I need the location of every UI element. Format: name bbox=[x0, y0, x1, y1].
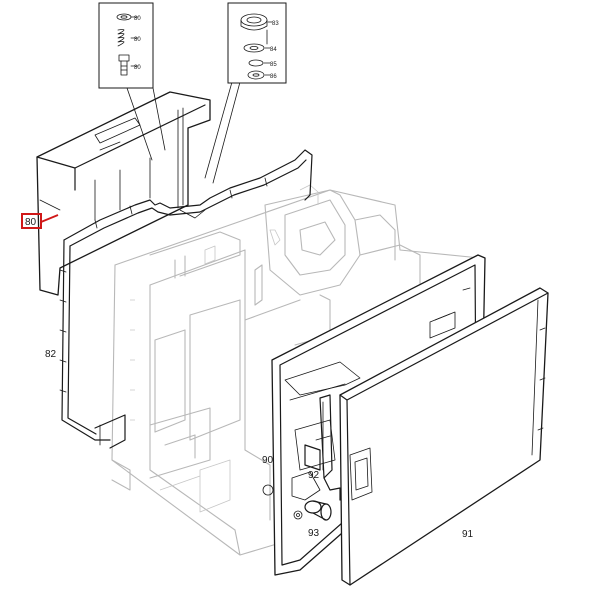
label-92: 92 bbox=[308, 470, 320, 481]
gasket-frame-part-82[interactable] bbox=[59, 149, 313, 449]
inset-right-label-83: 83 bbox=[272, 21, 279, 27]
latch-part-92[interactable] bbox=[304, 394, 341, 501]
highlight-callout-80[interactable]: 80 bbox=[21, 213, 59, 229]
inset-detail-left bbox=[98, 2, 154, 89]
label-82: 82 bbox=[45, 349, 57, 360]
inset-right-label-84: 84 bbox=[270, 47, 277, 53]
highlight-leader bbox=[40, 214, 59, 223]
water-tank-part-80[interactable] bbox=[36, 91, 211, 296]
label-90: 90 bbox=[262, 455, 274, 466]
inset-right-label-85: 85 bbox=[270, 62, 277, 68]
chassis-outline bbox=[111, 184, 481, 556]
label-80-highlight: 80 bbox=[25, 217, 37, 228]
label-93: 93 bbox=[308, 528, 320, 539]
inset-leader-lines bbox=[126, 81, 241, 184]
label-91: 91 bbox=[462, 529, 474, 540]
inset-left-label-1: 80 bbox=[134, 16, 141, 22]
door-panel-part-91[interactable] bbox=[339, 287, 549, 586]
inset-detail-right bbox=[227, 2, 287, 84]
inset-left-label-3: 80 bbox=[134, 65, 141, 71]
highlight-box bbox=[21, 213, 42, 229]
part-labels: 80 80 80 83 84 85 86 82 90 92 93 91 bbox=[45, 16, 474, 540]
inset-left-label-2: 80 bbox=[134, 37, 141, 43]
roller-part-93[interactable] bbox=[304, 500, 332, 521]
inset-right-label-86: 86 bbox=[270, 74, 277, 80]
